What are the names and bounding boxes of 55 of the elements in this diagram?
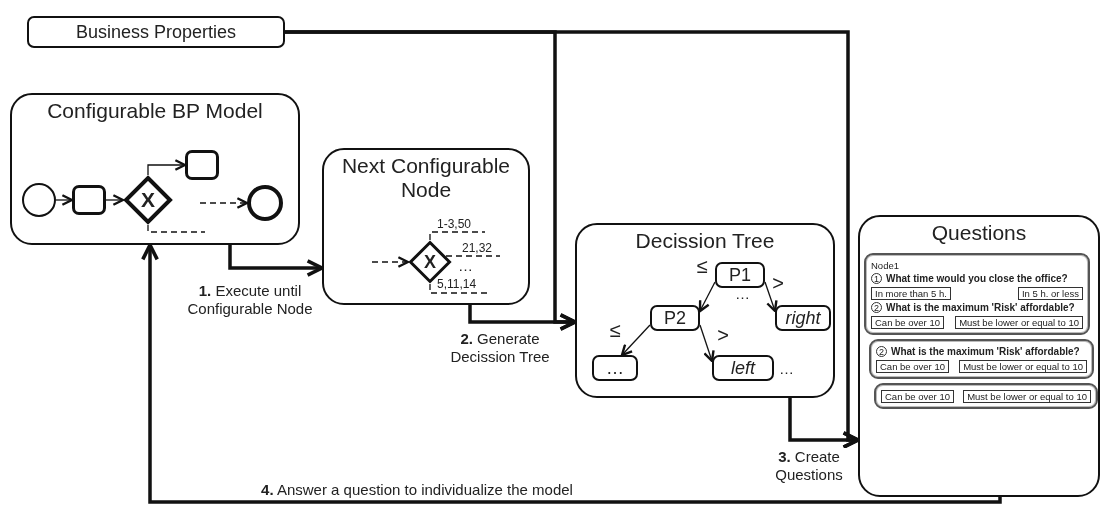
edge-label: ≤ bbox=[608, 322, 622, 338]
arrow bbox=[105, 194, 125, 206]
card-heading: Node1 bbox=[871, 260, 899, 271]
question-card bbox=[874, 383, 1098, 409]
decision-node: P2 bbox=[650, 305, 700, 331]
arrow bbox=[371, 256, 410, 268]
end-event bbox=[247, 185, 283, 221]
decision-node: P1 bbox=[715, 262, 765, 288]
process-box: Business Properties bbox=[27, 16, 285, 48]
panel-title: Configurable BP Model bbox=[46, 99, 264, 123]
panel-title: Next Configurable Node bbox=[340, 154, 512, 202]
arrow bbox=[141, 243, 1002, 504]
arrow bbox=[55, 194, 74, 206]
decision-node: right bbox=[775, 305, 831, 331]
question-text: What is the maximum 'Risk' affordable? bbox=[891, 346, 1080, 358]
gateway-marker: X bbox=[140, 188, 156, 212]
arrow bbox=[199, 197, 249, 209]
ellipsis-label: … bbox=[779, 362, 796, 375]
question-card bbox=[869, 339, 1094, 379]
task-box bbox=[72, 185, 106, 215]
arrow bbox=[620, 324, 651, 357]
arrow bbox=[699, 324, 715, 363]
answer-option: Can be over 10 bbox=[876, 360, 949, 373]
question-text: What time would you close the office? bbox=[886, 273, 1068, 285]
answer-option: Can be over 10 bbox=[881, 390, 954, 403]
process-panel bbox=[575, 223, 835, 398]
arrow bbox=[228, 245, 324, 277]
decision-node: … bbox=[592, 355, 638, 381]
answer-option: Must be lower or equal to 10 bbox=[955, 316, 1083, 329]
answer-option: Must be lower or equal to 10 bbox=[959, 360, 1087, 373]
task-box bbox=[185, 150, 219, 180]
answer-option: Can be over 10 bbox=[871, 316, 944, 329]
edge-label: > bbox=[771, 275, 785, 291]
gateway-marker: X bbox=[423, 251, 437, 274]
question-text: What is the maximum 'Risk' affordable? bbox=[886, 302, 1075, 314]
answer-option: In more than 5 h. bbox=[871, 287, 951, 300]
answer-option: Must be lower or equal to 10 bbox=[963, 390, 1091, 403]
decision-node: left bbox=[712, 355, 774, 381]
arrow bbox=[788, 398, 860, 449]
arrow bbox=[698, 281, 716, 313]
start-event bbox=[22, 183, 56, 217]
ellipsis-label: … bbox=[458, 259, 475, 272]
answer-option: In 5 h. or less bbox=[1017, 287, 1083, 300]
arrow bbox=[764, 281, 778, 313]
question-card bbox=[864, 253, 1090, 335]
arrow bbox=[468, 305, 577, 331]
edge-label: ≤ bbox=[695, 258, 709, 274]
process-panel bbox=[10, 93, 300, 245]
arrow bbox=[147, 159, 187, 176]
gateway-diamond bbox=[123, 175, 173, 225]
ellipsis-label: … bbox=[735, 287, 752, 300]
edge-label: > bbox=[716, 327, 730, 343]
process-panel bbox=[858, 215, 1100, 497]
panel-title: Questions bbox=[930, 221, 1028, 245]
panel-title: Decission Tree bbox=[634, 229, 776, 253]
